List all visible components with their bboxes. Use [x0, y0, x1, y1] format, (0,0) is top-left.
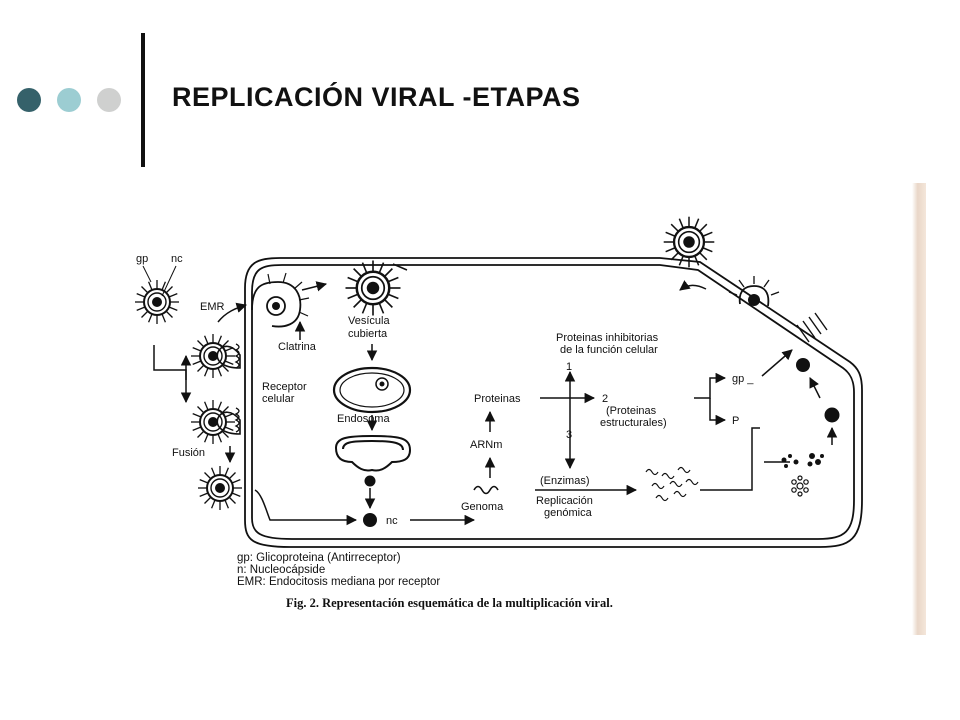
nucleocapsid-1 — [364, 475, 376, 487]
budding-virion-1 — [662, 215, 716, 269]
title-divider — [141, 33, 145, 167]
label-replicacion-1: Replicación — [536, 495, 593, 507]
membrane-pits — [216, 345, 241, 435]
legend-gp: gp: Glicoproteina (Antirreceptor) — [237, 552, 401, 564]
label-gp-right: gp _ — [732, 373, 754, 385]
label-genoma: Genoma — [461, 501, 504, 513]
label-arnm: ARNm — [470, 439, 502, 451]
label-vesicula-1: Vesícula — [348, 315, 390, 327]
scan-page-edge — [912, 183, 926, 635]
label-nc-top: nc — [171, 253, 183, 265]
coated-vesicle — [344, 259, 402, 317]
genome-squiggle — [473, 485, 499, 495]
legend-n: n: Nucleocápside — [237, 564, 325, 576]
legend-emr: EMR: Endocitosis mediana por receptor — [237, 576, 440, 588]
assembly-ring — [791, 475, 809, 497]
label-clatrina: Clatrina — [278, 341, 317, 353]
replication-clusters — [645, 466, 699, 502]
slide-title: REPLICACIÓN VIRAL -ETAPAS — [172, 82, 581, 112]
label-receptor-1: Receptor — [262, 381, 307, 393]
membrane-glycoproteins — [796, 312, 828, 343]
label-num2: 2 — [602, 393, 608, 405]
decor-dot-gray — [97, 88, 121, 112]
decor-dot-dark — [17, 88, 41, 112]
nucleocapsid-2 — [363, 513, 377, 527]
endosome — [332, 366, 412, 414]
decor-dot-teal — [57, 88, 81, 112]
label-prot-estr-2: estructurales) — [600, 417, 667, 429]
flow-arrows — [153, 263, 838, 526]
assembly-dot-2 — [824, 407, 840, 423]
label-prot-inhib-1: Proteinas inhibitorias — [556, 332, 659, 344]
label-nc-bottom: nc — [386, 515, 398, 527]
receptor-coils — [234, 343, 240, 433]
label-num3: 3 — [566, 429, 572, 441]
virion-fusion — [197, 465, 243, 511]
label-prot-estr-1: (Proteinas — [606, 405, 657, 417]
label-fusion: Fusión — [172, 447, 205, 459]
assembly-clusters — [781, 453, 824, 468]
virion-free — [134, 279, 180, 325]
label-enzimas: (Enzimas) — [540, 475, 590, 487]
label-prot-inhib-2: de la función celular — [560, 344, 658, 356]
label-receptor-2: celular — [262, 393, 295, 405]
uncoating-vesicle — [334, 434, 412, 472]
label-vesicula-2: cubierta — [348, 328, 388, 340]
virion-attached-2 — [190, 399, 236, 445]
label-endosoma: Endosoma — [337, 413, 390, 425]
budding-virion-2 — [728, 276, 780, 307]
label-proteinas: Proteinas — [474, 393, 521, 405]
figure-caption: Fig. 2. Representación esquemática de la… — [286, 596, 613, 610]
label-emr: EMR — [200, 301, 225, 313]
label-replicacion-2: genómica — [544, 507, 593, 519]
label-gp: gp — [136, 253, 148, 265]
cell-membrane — [244, 257, 863, 548]
clathrin-pit — [251, 272, 310, 328]
assembly-dot-1 — [796, 358, 810, 372]
label-num1: 1 — [566, 361, 572, 373]
label-p-right: P — [732, 415, 739, 427]
virion-attached-1 — [190, 333, 236, 379]
